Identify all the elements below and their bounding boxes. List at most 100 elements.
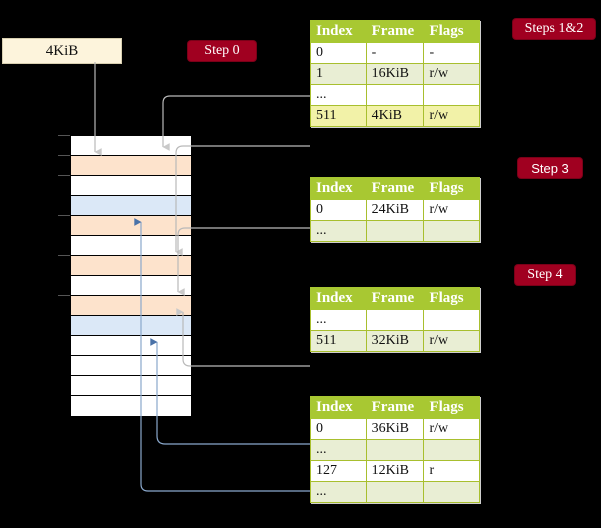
cell-flags: r [423, 460, 480, 482]
memory-tick-1 [58, 155, 70, 156]
cell-frame [365, 439, 425, 461]
cell-frame: 12KiB [365, 460, 425, 482]
table-row: ... [310, 220, 480, 242]
cell-flags [423, 84, 480, 106]
memory-row-3 [71, 196, 191, 216]
memory-tick-2 [58, 175, 70, 176]
cell-flags: r/w [423, 330, 480, 352]
column-header-frame: Frame [365, 287, 425, 310]
memory-tick-0 [58, 135, 70, 136]
cell-frame: 4KiB [365, 105, 425, 127]
badge-step-0: Step 0 [188, 41, 256, 61]
cell-flags [423, 220, 480, 242]
badge-step-4-label: Step 4 [527, 267, 563, 282]
table-row: 0-- [310, 42, 480, 64]
memory-row-2 [71, 176, 191, 196]
cell-flags [423, 439, 480, 461]
column-header-index: Index [310, 20, 367, 43]
cell-frame: - [365, 42, 425, 64]
column-header-index: Index [310, 396, 367, 419]
column-header-flags: Flags [423, 287, 480, 310]
memory-row-12 [71, 376, 191, 396]
cell-index: 127 [310, 460, 367, 482]
badge-step-0-label: Step 0 [204, 43, 240, 58]
cell-index: 511 [310, 105, 367, 127]
memory-row-13 [71, 396, 191, 416]
column-header-index: Index [310, 287, 367, 310]
frame-size-label: 4KiB [45, 42, 79, 59]
table-row: ... [310, 309, 480, 331]
memory-row-0 [71, 136, 191, 156]
memory-tick-4 [58, 215, 70, 216]
badge-step-3: Step 3 [518, 158, 582, 178]
memory-row-1 [71, 156, 191, 176]
cell-index: 0 [310, 199, 367, 221]
cell-flags: r/w [423, 105, 480, 127]
table-row: ... [310, 481, 480, 503]
cell-frame: 24KiB [365, 199, 425, 221]
cell-index: 1 [310, 63, 367, 85]
column-header-index: Index [310, 177, 367, 200]
column-header-frame: Frame [365, 396, 425, 419]
column-header-flags: Flags [423, 177, 480, 200]
cell-flags: r/w [423, 199, 480, 221]
cell-index: 511 [310, 330, 367, 352]
memory-row-5 [71, 236, 191, 256]
cell-frame [365, 84, 425, 106]
cell-index: 0 [310, 42, 367, 64]
badge-steps-1-2: Steps 1&2 [513, 19, 595, 39]
column-header-flags: Flags [423, 396, 480, 419]
cell-flags [423, 309, 480, 331]
physical-memory-column [70, 135, 191, 416]
cell-index: ... [310, 220, 367, 242]
cell-frame [365, 481, 425, 503]
cell-flags: r/w [423, 418, 480, 440]
cell-frame [365, 309, 425, 331]
column-header-frame: Frame [365, 20, 425, 43]
memory-row-11 [71, 356, 191, 376]
memory-row-7 [71, 276, 191, 296]
wire-table3-row511-to-memory [176, 308, 310, 367]
cell-frame: 32KiB [365, 330, 425, 352]
memory-row-10 [71, 336, 191, 356]
column-header-frame: Frame [365, 177, 425, 200]
badge-steps-1-2-label: Steps 1&2 [524, 21, 584, 36]
memory-row-6 [71, 256, 191, 276]
cell-flags: - [423, 42, 480, 64]
wire-table1-row511-to-memory [175, 145, 310, 256]
memory-tick-8 [58, 295, 70, 296]
wire-table2-row0-to-memory [177, 227, 310, 296]
cell-index: ... [310, 84, 367, 106]
memory-row-8 [71, 296, 191, 316]
cell-frame: 36KiB [365, 418, 425, 440]
cell-flags [423, 481, 480, 503]
memory-tick-6 [58, 255, 70, 256]
column-header-flags: Flags [423, 20, 480, 43]
cell-frame [365, 220, 425, 242]
cell-index: ... [310, 309, 367, 331]
cell-index: 0 [310, 418, 367, 440]
cell-index: ... [310, 481, 367, 503]
table-row: ... [310, 439, 480, 461]
memory-row-4 [71, 216, 191, 236]
memory-row-9 [71, 316, 191, 336]
badge-step-4: Step 4 [515, 265, 575, 285]
cell-frame: 16KiB [365, 63, 425, 85]
frame-size-box: 4KiB [2, 38, 122, 64]
cell-flags: r/w [423, 63, 480, 85]
badge-step-3-label: Step 3 [531, 160, 569, 176]
